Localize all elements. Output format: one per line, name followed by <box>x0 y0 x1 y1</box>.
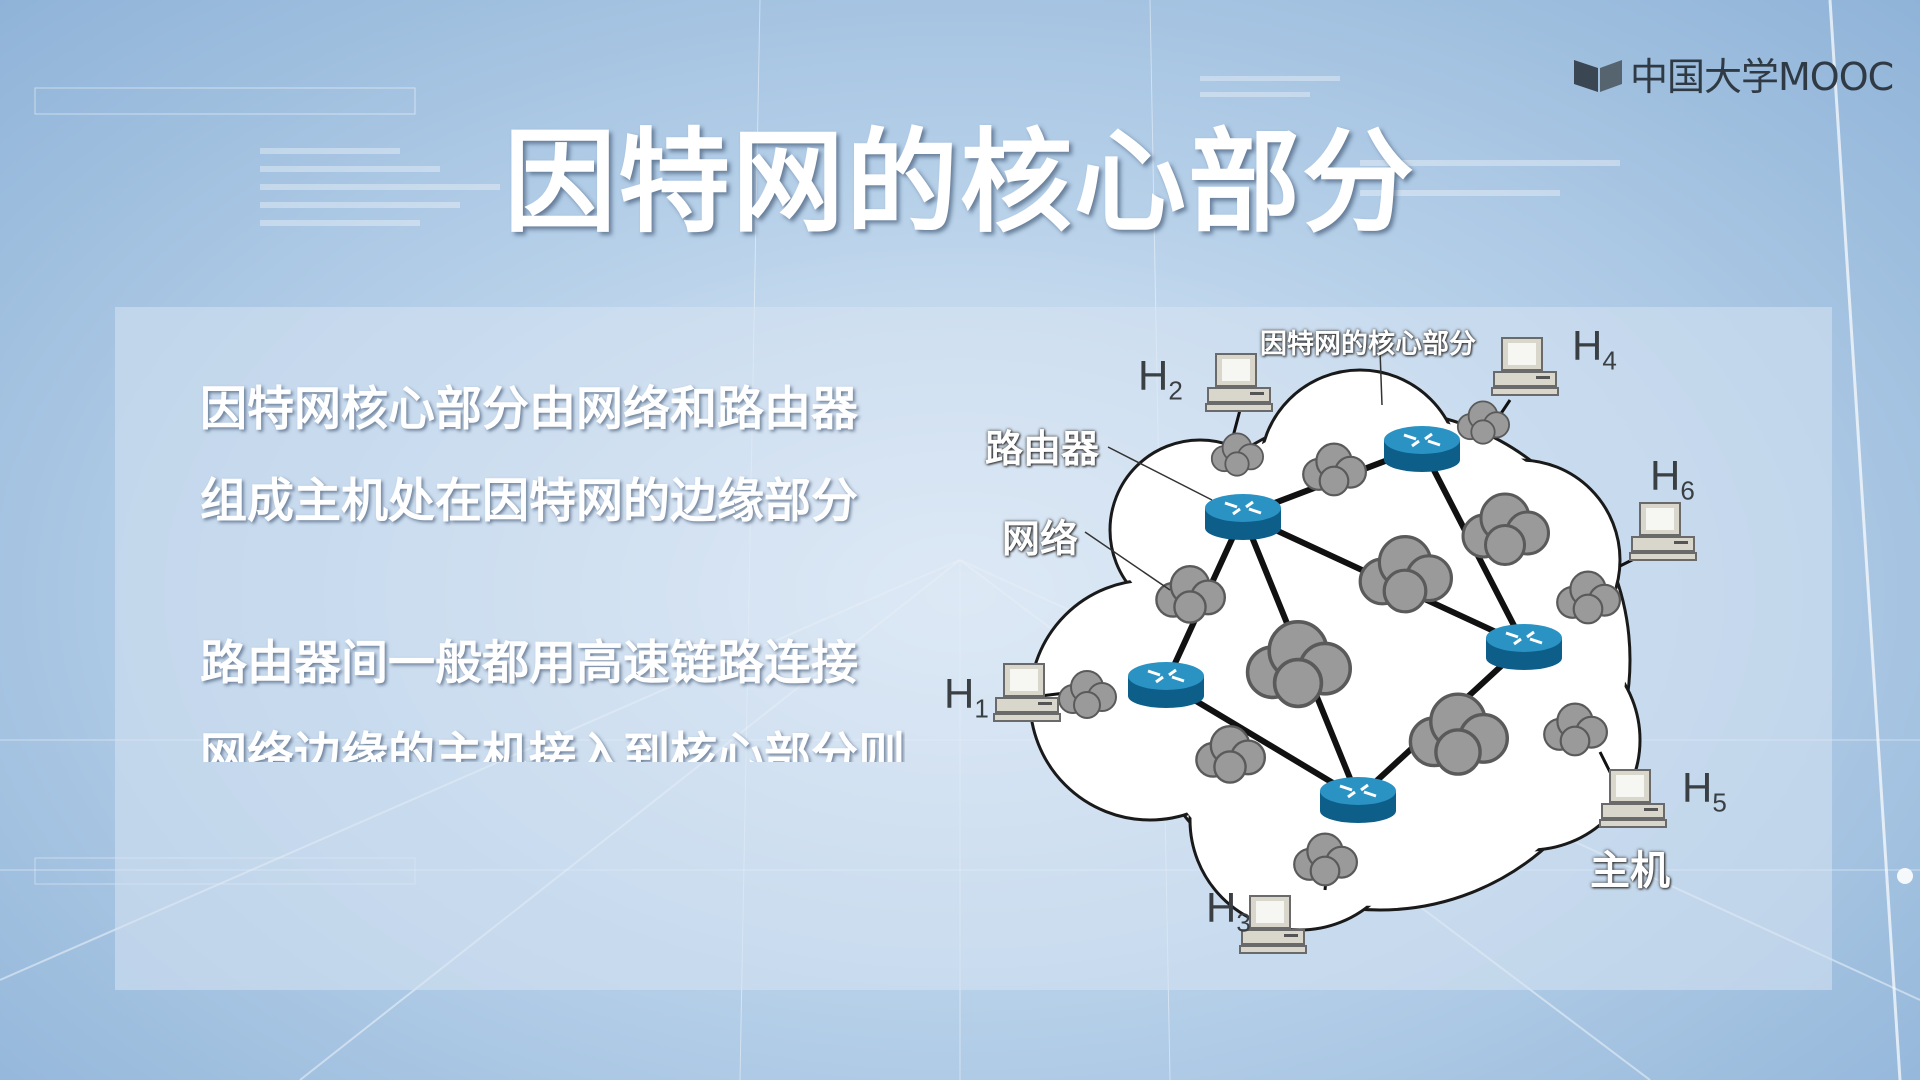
host-letter: H <box>1682 764 1713 811</box>
host-h4-label: H4 <box>1572 322 1617 376</box>
slide-title: 因特网的核心部分 <box>504 118 1416 248</box>
paragraph-core-composition: 因特网核心部分由网络和路由器 组成主机处在因特网的边缘部分 <box>200 364 858 548</box>
host-h2-label: H2 <box>1138 352 1183 406</box>
host-index: 2 <box>1168 375 1183 406</box>
mooc-logo-icon <box>1574 59 1622 92</box>
host-index: 5 <box>1712 787 1727 818</box>
host-letter: H <box>1138 352 1169 399</box>
paragraph-line: 组成主机处在因特网的边缘部分 <box>200 474 858 529</box>
paragraph-line: 路由器间一般都用高速链路连接 <box>200 636 858 691</box>
host-index: 3 <box>1236 907 1251 938</box>
core-part-label: 因特网的核心部分 <box>1260 329 1476 360</box>
host-letter: H <box>1572 322 1603 369</box>
host-h6-label: H6 <box>1650 452 1695 506</box>
host-h1-label: H1 <box>944 670 989 724</box>
host-letter: H <box>1206 884 1237 931</box>
host-letter: H <box>944 670 975 717</box>
paragraph-line: 因特网核心部分由网络和路由器 <box>200 382 858 437</box>
host-letter: H <box>1650 452 1681 499</box>
host-index: 6 <box>1680 475 1695 506</box>
router-label: 路由器 <box>985 427 1100 471</box>
network-label: 网络 <box>1002 517 1079 561</box>
host-index: 1 <box>974 693 989 724</box>
paragraph-router-links: 路由器间一般都用高速链路连接 网络边缘的主机接入到核心部分则 <box>200 618 905 762</box>
host-h3-label: H3 <box>1206 884 1251 938</box>
paragraph-line: 网络边缘的主机接入到核心部分则 <box>200 728 905 762</box>
host-index: 4 <box>1602 345 1617 376</box>
logo-text: 中国大学MOOC <box>1630 55 1894 99</box>
mooc-logo[interactable]: 中国大学MOOC <box>1572 46 1894 101</box>
host-label: 主机 <box>1590 848 1670 894</box>
host-h5-label: H5 <box>1682 764 1727 818</box>
